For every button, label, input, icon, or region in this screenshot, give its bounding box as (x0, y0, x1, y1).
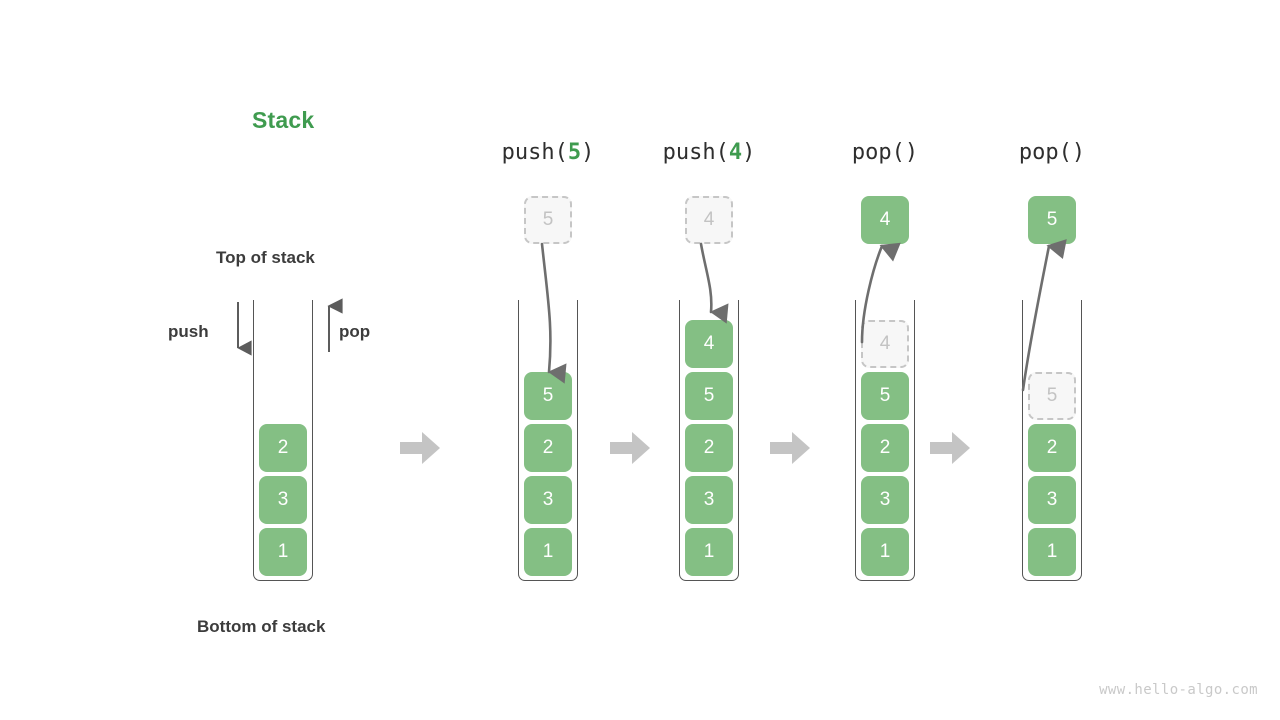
stack-cell: 3 (259, 476, 307, 524)
stack-cell: 3 (524, 476, 572, 524)
stack-cell: 2 (259, 424, 307, 472)
stack-cell: 1 (861, 528, 909, 576)
step-separator-arrow-4 (930, 432, 970, 464)
watermark: www.hello-algo.com (1099, 682, 1258, 698)
stack-container (679, 300, 739, 581)
op-label-push-4: push(4) (663, 140, 756, 165)
stack-cell: 2 (524, 424, 572, 472)
stack-cell: 5 (685, 372, 733, 420)
stack-cell: 5 (861, 372, 909, 420)
pending-element-ghost: 4 (685, 196, 733, 244)
stack-cell: 5 (524, 372, 572, 420)
page-title: Stack (252, 107, 315, 133)
op-argument: 4 (728, 140, 743, 165)
stack-cell-ghost: 4 (861, 320, 909, 368)
step-separator-arrow-3 (770, 432, 810, 464)
label-push: push (168, 322, 209, 341)
stack-cell: 3 (861, 476, 909, 524)
stack-cell: 4 (685, 320, 733, 368)
op-name: pop( (1018, 140, 1072, 165)
op-argument: 5 (567, 140, 582, 165)
step-separator-arrow-2 (610, 432, 650, 464)
stack-cell: 2 (1028, 424, 1076, 472)
label-pop: pop (339, 322, 371, 341)
stack-container (1022, 300, 1082, 581)
stack-cell: 1 (259, 528, 307, 576)
stack-container (855, 300, 915, 581)
popped-element: 5 (1028, 196, 1076, 244)
op-paren-close: ) (1071, 140, 1086, 165)
stack-cell: 3 (685, 476, 733, 524)
op-name: push( (662, 140, 729, 165)
pending-element-ghost: 5 (524, 196, 572, 244)
op-name: push( (501, 140, 568, 165)
op-label-pop-5: pop() (1019, 140, 1085, 165)
stack-cell: 2 (861, 424, 909, 472)
step-separator-arrow-1 (400, 432, 440, 464)
stack-cell-ghost: 5 (1028, 372, 1076, 420)
popped-element: 4 (861, 196, 909, 244)
stack-cell: 2 (685, 424, 733, 472)
stack-container (518, 300, 578, 581)
op-paren-close: ) (904, 140, 919, 165)
stack-cell: 1 (685, 528, 733, 576)
stack-cell: 3 (1028, 476, 1076, 524)
stack-cell: 1 (524, 528, 572, 576)
op-name: pop( (851, 140, 905, 165)
label-bottom-of-stack: Bottom of stack (197, 617, 326, 636)
op-paren-close: ) (581, 140, 595, 165)
label-top-of-stack: Top of stack (216, 248, 315, 267)
op-label-push-5: push(5) (502, 140, 595, 165)
stack-container (253, 300, 313, 581)
op-paren-close: ) (742, 140, 756, 165)
stack-cell: 1 (1028, 528, 1076, 576)
op-label-pop-4: pop() (852, 140, 918, 165)
